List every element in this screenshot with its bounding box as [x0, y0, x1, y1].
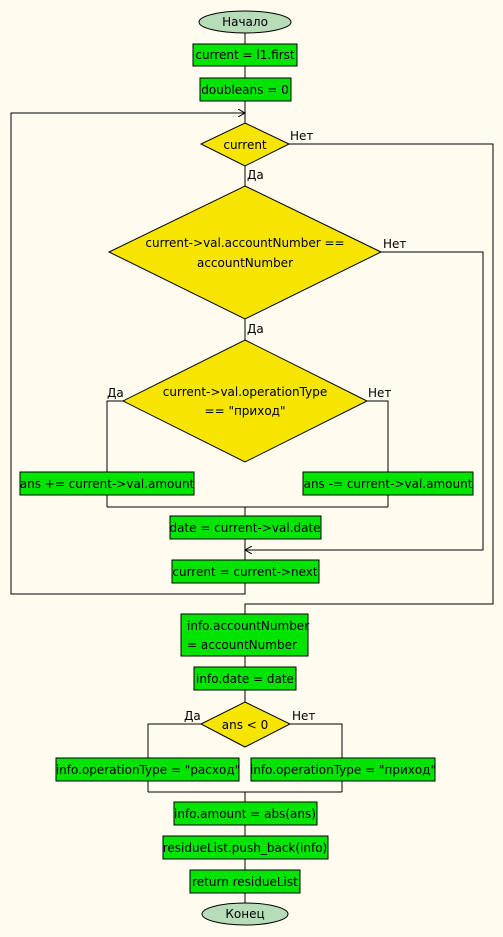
cond-optype-label-2: == "приход" [205, 404, 286, 418]
cond-account-node: current->val.accountNumber == accountNum… [107, 185, 383, 320]
info-account-label-1: info.accountNumber [187, 619, 309, 633]
cond-account-label-2: accountNumber [197, 256, 293, 270]
current-first-node: current = l1.first [192, 43, 298, 67]
label-optype-yes: Да [107, 386, 124, 400]
cond-ans-node: ans < 0 [199, 701, 292, 748]
cond-optype-node: current->val.operationType == "приход" [121, 339, 369, 463]
date-assign-label: date = current->val.date [169, 521, 320, 535]
cond-current-node: current [199, 122, 291, 167]
label-current-yes: Да [247, 168, 264, 182]
edge-labels: Нет Да Нет Да Да Нет Да Нет [107, 129, 406, 723]
doubleans-label: doubleans = 0 [201, 83, 288, 97]
edge-optype-yes [106, 400, 123, 472]
label-optype-no: Нет [368, 386, 391, 400]
edge-current-no [244, 143, 494, 614]
cond-ans-label: ans < 0 [222, 718, 269, 732]
info-date-node: info.date = date [193, 666, 297, 691]
current-first-label: current = l1.first [195, 48, 295, 62]
optype-income-label: info.operationType = "приход" [250, 763, 436, 777]
cond-optype-label-1: current->val.operationType [163, 385, 327, 399]
cond-current-label: current [223, 138, 267, 152]
push-back-node: residueList.push_back(info) [162, 835, 329, 860]
label-ans-yes: Да [184, 709, 201, 723]
optype-income-node: info.operationType = "приход" [250, 757, 436, 782]
return-label: return residueList [192, 875, 298, 889]
ans-minus-node: ans -= current->val.amount [302, 471, 474, 496]
optype-expense-label: info.operationType = "расход" [56, 763, 240, 777]
info-amount-node: info.amount = abs(ans) [173, 801, 318, 826]
edge-ans-no [290, 723, 343, 758]
end-label: Конец [225, 907, 264, 921]
date-assign-node: date = current->val.date [169, 515, 322, 540]
current-next-label: current = current->next [172, 565, 318, 579]
doubleans-node: doubleans = 0 [199, 77, 292, 102]
start-label: Начало [222, 15, 268, 29]
label-account-no: Нет [383, 237, 406, 251]
optype-expense-node: info.operationType = "расход" [55, 757, 240, 782]
cond-account-label-1: current->val.accountNumber == [145, 236, 344, 250]
start-node: Начало [198, 10, 292, 34]
current-next-node: current = current->next [171, 559, 320, 584]
ans-plus-node: ans += current->val.amount [19, 471, 195, 496]
push-back-label: residueList.push_back(info) [163, 841, 328, 855]
info-account-node: info.accountNumber = accountNumber [180, 613, 309, 657]
label-account-yes: Да [247, 322, 264, 336]
end-node: Конец [201, 902, 289, 926]
edge-account-no [245, 251, 484, 550]
ans-plus-label: ans += current->val.amount [20, 477, 195, 491]
ans-minus-label: ans -= current->val.amount [304, 477, 473, 491]
info-amount-label: info.amount = abs(ans) [174, 807, 316, 821]
info-date-label: info.date = date [196, 672, 294, 686]
edge-optype-no [367, 400, 389, 472]
info-account-label-2: = accountNumber [187, 638, 297, 652]
return-node: return residueList [189, 869, 301, 894]
label-current-no: Нет [290, 129, 313, 143]
connectors [10, 33, 494, 903]
edge-ans-yes [147, 723, 201, 758]
label-ans-no: Нет [292, 709, 315, 723]
edge-loop-back [10, 113, 245, 595]
